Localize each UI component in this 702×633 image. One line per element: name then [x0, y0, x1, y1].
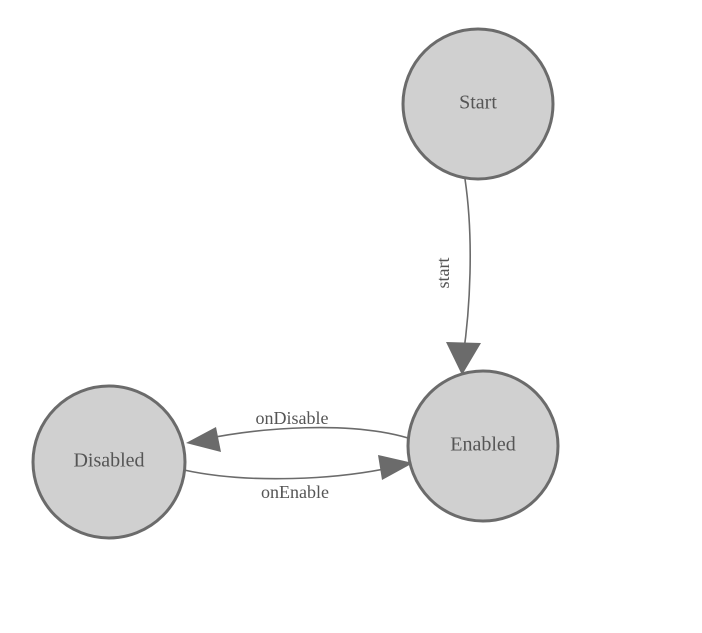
state-node-start[interactable]: Start [401, 27, 555, 181]
state-node-enabled-circle [406, 369, 560, 523]
edge-disabled-to-enabled[interactable]: onEnable [183, 455, 413, 502]
edge-enabled-to-disabled-arrowhead [186, 427, 221, 452]
edge-label-start: start [433, 258, 453, 289]
edge-start-to-enabled[interactable]: start [433, 178, 481, 375]
state-node-enabled-label: Enabled [450, 434, 516, 456]
edge-disabled-to-enabled-arrowhead [378, 455, 413, 480]
edge-label-onenable: onEnable [261, 482, 329, 502]
state-node-enabled[interactable]: Enabled [406, 369, 560, 523]
state-node-disabled-circle [31, 384, 187, 540]
edge-start-to-enabled-path [462, 178, 471, 358]
edge-enabled-to-disabled[interactable]: onDisable [186, 408, 409, 452]
edge-label-ondisable: onDisable [256, 408, 329, 428]
edge-start-to-enabled-arrowhead [446, 342, 481, 375]
state-node-start-label: Start [459, 92, 497, 114]
edge-enabled-to-disabled-path [199, 426, 409, 441]
state-node-disabled[interactable]: Disabled [31, 384, 187, 540]
state-node-disabled-label: Disabled [73, 450, 144, 472]
edge-disabled-to-enabled-path [183, 465, 399, 480]
state-node-start-circle [401, 27, 555, 181]
